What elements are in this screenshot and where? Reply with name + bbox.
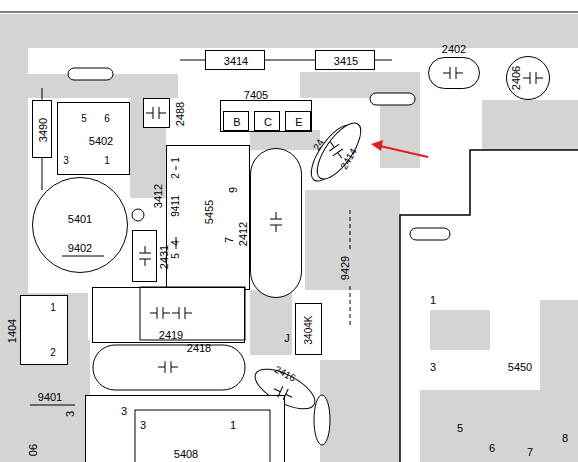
part-label: 3490 xyxy=(38,118,49,142)
capacitor-symbol xyxy=(146,107,166,119)
part-label: 2412 xyxy=(238,222,249,246)
resistor-box: 3414 xyxy=(205,50,265,70)
part-label: E xyxy=(295,117,302,128)
capacitor-outline: 2412 xyxy=(250,148,302,298)
capacitor-symbol xyxy=(325,138,346,161)
outline-shape xyxy=(32,177,128,273)
coil-circle: 5401 9402 xyxy=(32,177,128,273)
callout-number: 9401 xyxy=(38,392,62,403)
callout-arrow xyxy=(371,140,428,157)
part-label: 9402 xyxy=(68,243,92,254)
coil-box: 5402 5 6 3 1 xyxy=(57,102,130,175)
transistor-outline: BCE7405 xyxy=(220,100,312,132)
callout-number: 06 xyxy=(28,444,39,456)
callout-number: 9 xyxy=(228,187,239,193)
callout-number: 4 xyxy=(171,240,181,246)
capacitor-symbol xyxy=(443,67,463,79)
part-label: 1 xyxy=(430,295,436,306)
part-label: 5408 xyxy=(174,449,198,460)
part-label: 1 xyxy=(230,420,236,431)
part-label: 3404K xyxy=(304,316,314,345)
part-label: 3414 xyxy=(224,56,248,67)
part-label: 6 xyxy=(104,114,110,124)
part-label: 3 xyxy=(140,420,146,431)
part-label: 2488 xyxy=(175,102,186,126)
outline-shape xyxy=(428,57,480,89)
callout-number: 7 xyxy=(224,237,235,243)
part-label: 2406 xyxy=(511,66,522,90)
part-label: 6 xyxy=(489,443,495,454)
capacitor-outline: 2402 xyxy=(428,57,480,89)
part-label: 2402 xyxy=(442,44,466,55)
callout-number: 1 xyxy=(171,157,181,163)
resistor-box: 3415 xyxy=(315,50,375,70)
inner-outlines xyxy=(62,166,270,462)
part-label: 1 xyxy=(50,303,56,313)
capacitor-pair-box: 24192418 xyxy=(92,287,245,343)
resistor-box: 3490 xyxy=(32,100,52,158)
part-label: 5450 xyxy=(508,362,532,373)
part-label: 3 xyxy=(121,406,127,417)
part-label: 3 xyxy=(430,362,436,373)
pin-box: C xyxy=(254,111,280,131)
part-label: 1404 xyxy=(7,319,18,343)
part-label: 5 xyxy=(81,114,87,124)
callout-number: 9429 xyxy=(340,256,351,280)
part-label: 2419 xyxy=(159,330,183,341)
capacitor-symbol xyxy=(150,307,170,319)
part-label: 3415 xyxy=(334,56,358,67)
connector-box: 140412 xyxy=(20,295,68,365)
callout-number: J xyxy=(284,333,290,344)
part-label: 2418 xyxy=(187,343,211,354)
part-label: 5455 xyxy=(204,200,215,224)
resistor-box: 3404K xyxy=(295,303,322,355)
capacitor-symbols xyxy=(139,67,543,403)
part-label: 3 xyxy=(63,156,69,166)
part-label: 1 xyxy=(104,156,110,166)
callout-number: 3412 xyxy=(153,184,164,208)
capacitor-box: 2431 xyxy=(132,230,157,282)
outline-shape xyxy=(400,150,578,462)
pin-box: E xyxy=(285,111,311,131)
capacitor-symbol xyxy=(172,307,192,319)
capacitor-outline: 2406 xyxy=(506,56,550,100)
part-label: 7405 xyxy=(244,90,268,101)
transformer-box: 3 3 1 5408 xyxy=(85,395,285,462)
capacitor-symbol xyxy=(158,361,178,373)
callout-number: 9411 xyxy=(171,195,181,217)
part-label: 5402 xyxy=(89,136,113,147)
board-edge xyxy=(0,12,578,13)
part-label: C xyxy=(264,117,272,128)
capacitor-symbol xyxy=(270,212,282,232)
part-label: 5 xyxy=(457,423,463,434)
transformer-box: 5455 xyxy=(166,145,250,290)
capacitor-symbol xyxy=(139,246,151,266)
transformer-outline: 1 3 5450 5 6 7 8 xyxy=(400,150,578,462)
pin-box: B xyxy=(223,111,249,131)
capacitor-outline: 242414 xyxy=(305,115,365,195)
part-label: 2 xyxy=(50,348,56,358)
part-label: B xyxy=(233,117,240,128)
capacitor-box: 2488 xyxy=(143,98,170,128)
capacitor-symbol xyxy=(271,383,294,402)
callout-number: 5 xyxy=(171,253,181,259)
capacitor-symbol xyxy=(523,72,543,84)
part-label: 5401 xyxy=(68,214,92,225)
part-label: 7 xyxy=(527,447,533,458)
callout-number: 3 xyxy=(65,411,76,417)
outline-shape xyxy=(250,148,302,298)
component-leads xyxy=(30,60,392,405)
part-label: 8 xyxy=(562,433,568,444)
callout-number: 2 xyxy=(171,173,181,179)
part-label: 2431 xyxy=(159,245,170,269)
